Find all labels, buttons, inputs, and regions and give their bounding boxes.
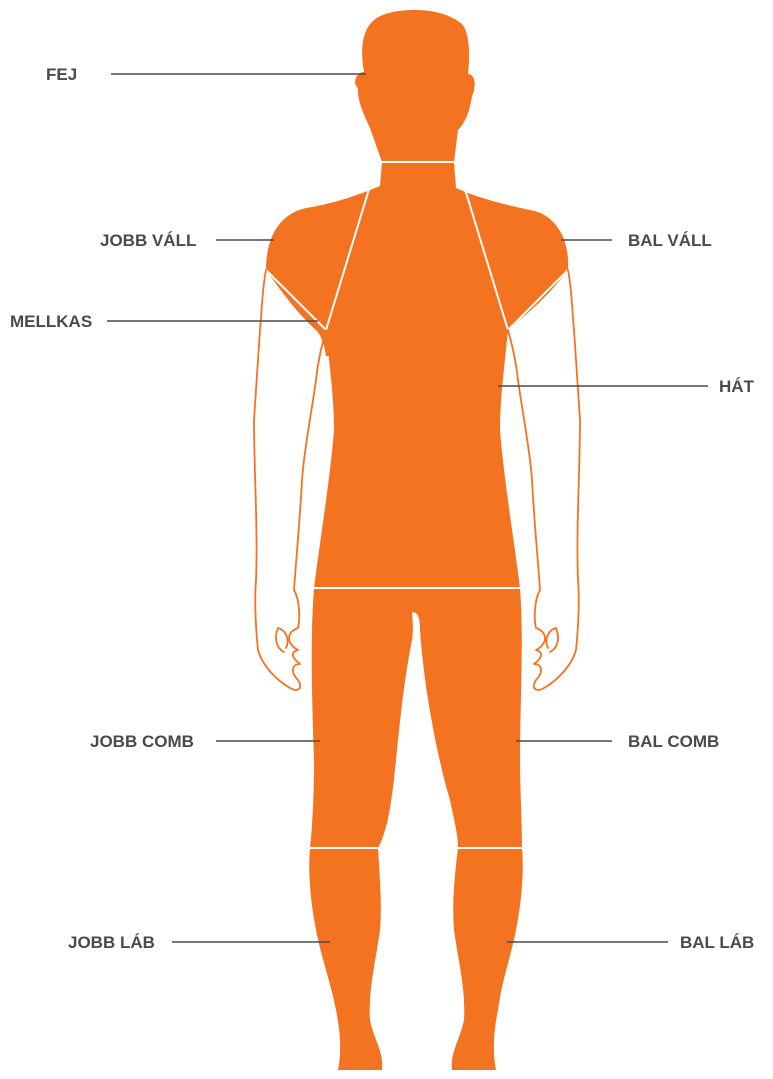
left-hand-detail xyxy=(546,628,558,652)
right-leg-label: JOBB LÁB xyxy=(68,933,155,952)
head-region[interactable] xyxy=(355,10,475,162)
left-shoulder-label: BAL VÁLL xyxy=(628,231,712,250)
right-thigh-label: JOBB COMB xyxy=(90,732,194,751)
thighs-region[interactable] xyxy=(310,588,522,848)
right-hand-detail xyxy=(276,628,288,652)
right-leg-region[interactable] xyxy=(309,848,382,1070)
right-shoulder-label: JOBB VÁLL xyxy=(100,231,196,250)
shoulders-region[interactable] xyxy=(266,162,568,356)
head-label: FEJ xyxy=(46,65,77,84)
chest-label: MELLKAS xyxy=(10,312,92,331)
left-leg-label: BAL LÁB xyxy=(680,933,754,952)
left-thigh-label: BAL COMB xyxy=(628,732,719,751)
torso-region[interactable] xyxy=(314,330,520,588)
back-label: HÁT xyxy=(719,377,755,396)
left-leg-region[interactable] xyxy=(452,848,523,1070)
